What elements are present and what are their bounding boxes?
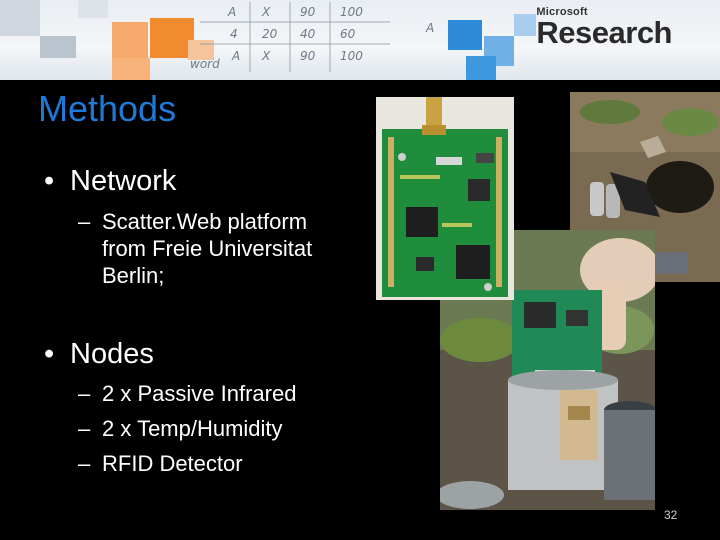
decor-square [0, 0, 40, 36]
dash: – [78, 451, 91, 476]
hw-text: A [425, 21, 434, 35]
sub-line: 2 x Temp/Humidity [102, 416, 283, 441]
sub-bullet: –RFID Detector [78, 450, 243, 477]
decor-square [78, 0, 108, 18]
bullet-network: • Network [44, 165, 176, 198]
hw-text: 90 [300, 5, 316, 19]
bullet-label: Network [70, 165, 177, 197]
decor-square [514, 14, 536, 36]
sub-line: from Freie Universitat [102, 236, 313, 261]
bullet-label: Nodes [70, 338, 154, 370]
dash: – [78, 416, 91, 441]
dash: – [78, 209, 91, 234]
sub-bullet: –2 x Temp/Humidity [78, 415, 283, 442]
handwriting-sketch: A X 90 100 4 20 40 60 A X 90 100 word A [190, 2, 434, 72]
hw-text: 90 [300, 49, 316, 63]
header-banner: A X 90 100 4 20 40 60 A X 90 100 word A … [0, 0, 720, 80]
decor-square [150, 18, 194, 58]
microsoft-research-logo: Microsoft Research [536, 6, 672, 48]
bullet-nodes: • Nodes [44, 338, 154, 371]
hw-text: X [261, 49, 271, 63]
decor-square [112, 22, 148, 58]
decor-square [188, 40, 214, 60]
hw-text: A [231, 49, 240, 63]
hw-text: 20 [262, 27, 278, 41]
sub-line: Berlin; [102, 263, 165, 288]
hw-text: A [227, 5, 236, 19]
circuit-board-photo [376, 97, 514, 300]
hw-text: 100 [340, 49, 363, 63]
decor-square [466, 56, 496, 80]
logo-research: Research [536, 15, 672, 50]
hw-text: X [261, 5, 271, 19]
sub-line: Scatter.Web platform [102, 209, 308, 234]
dash: – [78, 381, 91, 406]
decor-square [112, 58, 150, 80]
sub-bullet: –Scatter.Web platform from Freie Univers… [78, 208, 312, 289]
sub-line: RFID Detector [102, 451, 243, 476]
hw-text: 60 [340, 27, 356, 41]
hw-text: 40 [300, 27, 316, 41]
decor-square [40, 36, 76, 58]
hw-text: word [190, 57, 220, 71]
decor-square [448, 20, 482, 50]
bullet-dot: • [44, 338, 55, 370]
logo-microsoft: Microsoft [536, 6, 588, 18]
sub-line: 2 x Passive Infrared [102, 381, 297, 406]
slide-title: Methods [38, 88, 177, 129]
page-number: 32 [664, 508, 678, 522]
hw-text: 4 [230, 27, 238, 41]
bullet-dot: • [44, 165, 55, 197]
sub-bullet: –2 x Passive Infrared [78, 380, 296, 407]
hw-text: 100 [340, 5, 363, 19]
